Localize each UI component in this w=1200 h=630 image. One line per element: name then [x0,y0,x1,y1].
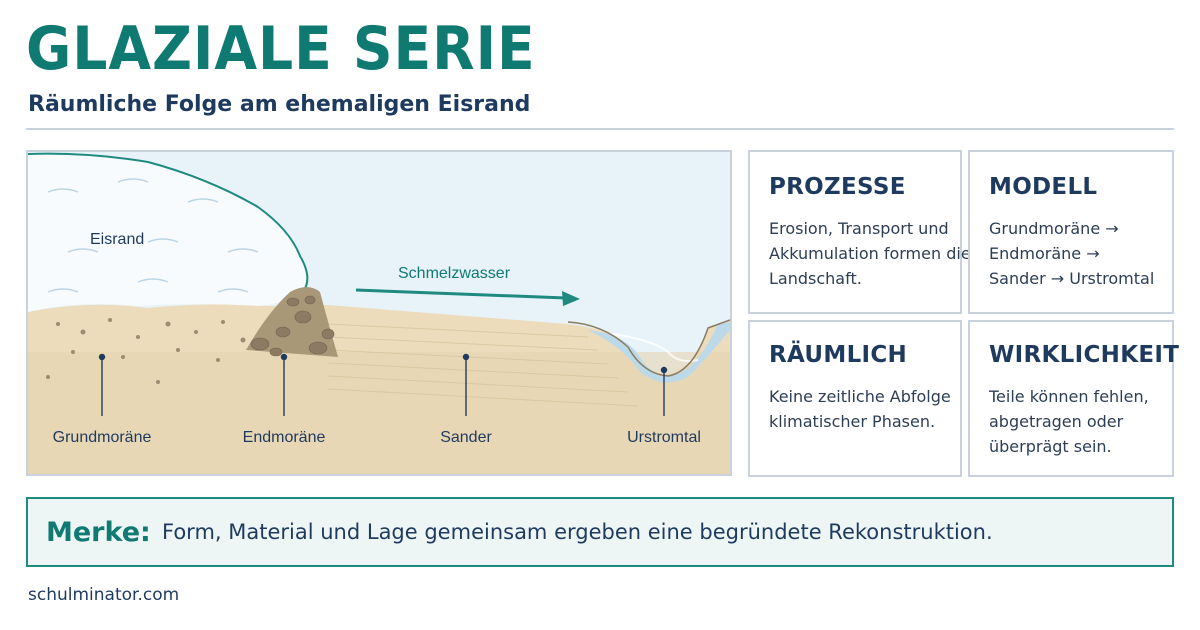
card-title: PROZESSE [769,174,906,200]
label-ground-moraine: Grundmoräne [53,429,152,446]
meltwater-arrow [355,288,567,300]
card-title: WIRKLICHKEIT [989,342,1180,368]
label-valley: Urstromtal [627,429,701,446]
end-moraine-mound [246,287,338,357]
card-text: Grundmoräne → Endmoräne → Sander → Urstr… [989,216,1154,291]
card-text: Erosion, Transport und Akkumulation form… [769,216,971,291]
label-ice: Eisrand [90,231,144,248]
label-leaders [98,353,668,416]
card-line: Akkumulation formen die [769,244,971,263]
merke-label: Merke: [46,516,151,548]
card-line: abgetragen oder [989,412,1124,431]
card-wirklichkeit: WIRKLICHKEIT Teile können fehlen, abgetr… [968,320,1180,477]
card-line: Endmoräne → [989,244,1100,263]
header-divider [26,128,1174,130]
card-title: MODELL [989,174,1098,200]
landscape-illustration: Eisrand Schmelzwasser Grundmoräne Endmor… [28,152,730,474]
card-modell: MODELL Grundmoräne → Endmoräne → Sander … [968,150,1174,314]
lower-sediment [28,352,730,474]
sander-strata [327,323,639,407]
meltwater-arrow-head [562,291,580,306]
card-text: Keine zeitliche Abfolge klimatischer Pha… [769,384,951,434]
card-line: überprägt sein. [989,437,1112,456]
label-sander: Sander [440,429,492,446]
ice-sheet [28,152,307,312]
card-line: klimatischer Phasen. [769,412,936,431]
page-subtitle: Räumliche Folge am ehemaligen Eisrand [28,92,531,117]
card-prozesse: PROZESSE Erosion, Transport und Akkumula… [748,150,971,314]
card-line: Erosion, Transport und [769,219,949,238]
card-title: RÄUMLICH [769,342,908,368]
card-line: Teile können fehlen, [989,387,1149,406]
end-moraine-boulders [250,295,335,357]
glacial-series-diagram: Eisrand Schmelzwasser Grundmoräne Endmor… [26,150,732,476]
valley-water [588,322,730,383]
label-meltwater: Schmelzwasser [398,265,511,282]
page-title: GLAZIALE SERIE [26,14,536,84]
card-raeumlich: RÄUMLICH Keine zeitliche Abfolge klimati… [748,320,962,477]
merke-box: Merke: Form, Material und Lage gemeinsam… [26,497,1174,567]
card-line: Landschaft. [769,269,862,288]
label-end-moraine: Endmoräne [243,429,326,446]
card-line: Sander → Urstromtal [989,269,1155,288]
ice-texture [47,178,259,293]
merke-text: Form, Material und Lage gemeinsam ergebe… [162,520,993,544]
card-text: Teile können fehlen, abgetragen oder übe… [989,384,1154,459]
valley-outline [567,319,730,377]
footer-source: schulminator.com [28,585,180,605]
card-line: Keine zeitliche Abfolge [769,387,951,406]
card-line: Grundmoräne → [989,219,1119,238]
river-highlight [612,333,699,362]
ground-moraine-pebbles [46,318,246,384]
ice-margin-outline [28,152,309,293]
